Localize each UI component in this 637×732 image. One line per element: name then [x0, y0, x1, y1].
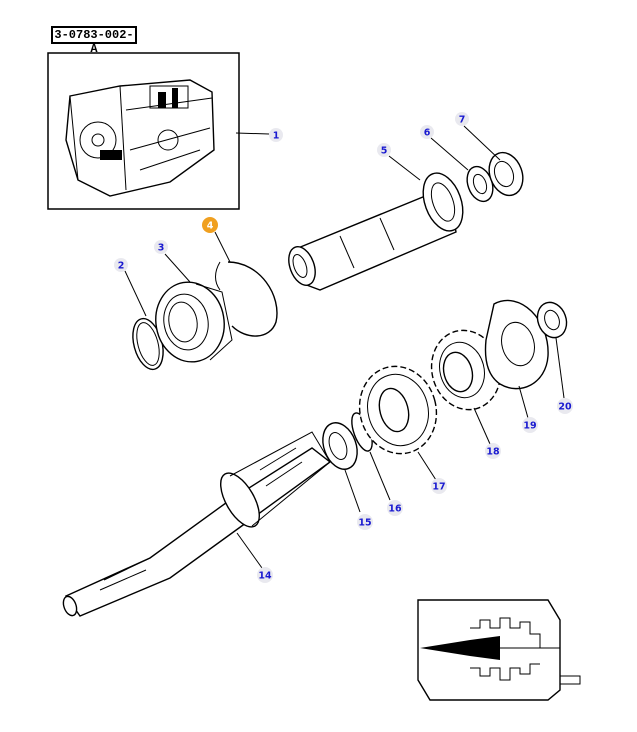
callout-1[interactable]: 1	[269, 128, 283, 142]
svg-text:5: 5	[381, 146, 388, 157]
callout-20[interactable]: 20	[557, 398, 573, 414]
snap-ring-part-4[interactable]	[215, 261, 278, 337]
callout-3[interactable]: 3	[154, 240, 168, 254]
svg-text:2: 2	[118, 261, 125, 272]
gear-cluster-part-18[interactable]	[423, 323, 509, 418]
output-shaft-part-14[interactable]	[61, 431, 332, 617]
svg-text:7: 7	[459, 115, 466, 126]
gear-part-17[interactable]	[350, 358, 446, 463]
svg-text:3: 3	[158, 243, 165, 254]
callout-2[interactable]: 2	[114, 258, 128, 272]
bearing-part-3[interactable]	[150, 277, 233, 368]
callout-16[interactable]: 16	[387, 500, 403, 516]
drawing-code-label: 3-0783-002-A	[51, 26, 137, 56]
thrust-washer-part-15[interactable]	[317, 418, 363, 474]
bearing-part-6[interactable]	[463, 163, 498, 205]
svg-text:17: 17	[432, 482, 445, 493]
callout-14[interactable]: 14	[257, 567, 273, 583]
svg-text:20: 20	[558, 402, 572, 413]
circlip-part-2[interactable]	[128, 315, 169, 372]
callout-4-highlighted[interactable]: 4	[202, 217, 218, 233]
callout-6[interactable]: 6	[420, 125, 434, 139]
gearbox-housing-part-1[interactable]	[65, 79, 215, 197]
needle-bearing-part-7[interactable]	[483, 148, 528, 200]
svg-text:1: 1	[273, 131, 280, 142]
thrust-plate-part-19[interactable]	[484, 299, 549, 390]
input-shaft-part-5[interactable]	[284, 168, 470, 291]
svg-text:4: 4	[207, 221, 214, 232]
callout-5[interactable]: 5	[377, 143, 391, 157]
svg-text:18: 18	[486, 447, 500, 458]
svg-text:15: 15	[358, 518, 371, 529]
callout-17[interactable]: 17	[431, 478, 447, 494]
callout-15[interactable]: 15	[357, 514, 373, 530]
svg-text:14: 14	[258, 571, 272, 582]
needle-roller-part-20[interactable]	[533, 298, 572, 341]
svg-text:6: 6	[424, 128, 431, 139]
callout-18[interactable]: 18	[485, 443, 501, 459]
svg-text:16: 16	[388, 504, 402, 515]
svg-text:19: 19	[523, 421, 536, 432]
callout-19[interactable]: 19	[522, 417, 538, 433]
transmission-section-inset	[417, 599, 581, 701]
callout-7[interactable]: 7	[455, 112, 469, 126]
leader-lines	[124, 125, 565, 569]
